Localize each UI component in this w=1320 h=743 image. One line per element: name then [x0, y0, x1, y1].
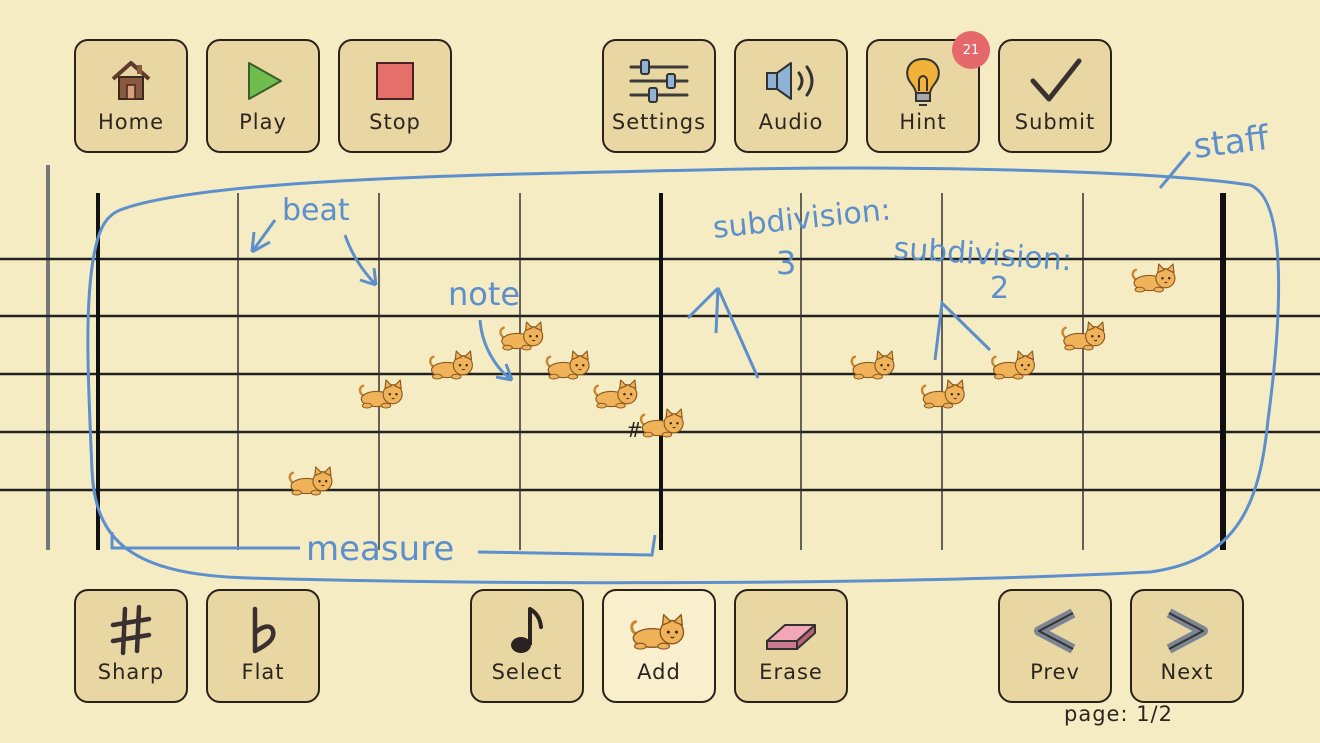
settings-button[interactable]: Settings — [602, 39, 716, 153]
hint-button[interactable]: Hint 21 — [866, 31, 990, 153]
home-label: Home — [97, 110, 164, 134]
erase-label: Erase — [759, 660, 823, 684]
stop-icon — [340, 55, 450, 107]
annotation-staff: staff — [1191, 118, 1272, 167]
flat-button[interactable]: Flat — [206, 589, 320, 703]
cat-note[interactable] — [288, 466, 333, 496]
notes-layer[interactable]: # — [288, 263, 1176, 496]
sharp-accidental: # — [626, 418, 643, 442]
hint-label: Hint — [899, 110, 947, 134]
prev-label: Prev — [1030, 660, 1080, 684]
erase-button[interactable]: Erase — [734, 589, 848, 703]
stop-label: Stop — [369, 110, 421, 134]
cat-note[interactable] — [850, 350, 895, 380]
annotation-subdivision-3-value: 3 — [776, 244, 796, 282]
annotation-subdivision-2-value: 2 — [990, 271, 1009, 306]
house-icon — [76, 55, 186, 107]
play-label: Play — [239, 110, 287, 134]
checkmark-icon — [1000, 55, 1110, 107]
play-icon — [208, 55, 318, 107]
home-button[interactable]: Home — [74, 39, 188, 153]
sliders-icon — [604, 55, 714, 107]
sharp-label: Sharp — [97, 660, 165, 684]
cat-note[interactable] — [358, 379, 403, 409]
audio-label: Audio — [758, 110, 824, 134]
submit-label: Submit — [1014, 110, 1096, 134]
cat-note[interactable] — [991, 350, 1035, 380]
annotation-subdivision-3: subdivision: — [711, 192, 892, 245]
page-indicator: page: 1/2 — [1064, 702, 1173, 726]
settings-label: Settings — [611, 110, 707, 134]
cat-note[interactable] — [593, 379, 638, 409]
speaker-icon — [736, 55, 846, 107]
hint-count-badge: 21 — [952, 31, 990, 69]
eraser-icon — [736, 605, 846, 657]
staff-pointer — [1158, 151, 1192, 189]
cat-note[interactable] — [639, 408, 684, 438]
next-button[interactable]: Next — [1130, 589, 1244, 703]
add-label: Add — [637, 660, 681, 684]
cat-note[interactable] — [1061, 321, 1106, 351]
flat-icon — [208, 605, 318, 657]
add-button[interactable]: Add — [602, 589, 716, 703]
beat-lines — [237, 193, 1084, 550]
staff-outline-annotation — [86, 166, 1281, 585]
flat-label: Flat — [241, 660, 285, 684]
cat-note[interactable] — [1131, 263, 1176, 293]
cat-note[interactable] — [499, 321, 544, 351]
lightbulb-icon — [868, 55, 978, 107]
audio-button[interactable]: Audio — [734, 39, 848, 153]
select-button[interactable]: Select — [470, 589, 584, 703]
beat-arrows — [250, 219, 992, 382]
stop-button[interactable]: Stop — [338, 39, 452, 153]
prev-button[interactable]: Prev — [998, 589, 1112, 703]
cat-note-icon — [604, 605, 714, 657]
chevron-left-icon — [1000, 605, 1110, 657]
select-label: Select — [491, 660, 563, 684]
annotation-note: note — [448, 275, 520, 313]
sharp-button[interactable]: Sharp — [74, 589, 188, 703]
sharp-icon — [76, 605, 186, 657]
cat-note[interactable] — [920, 379, 965, 409]
music-note-icon — [472, 605, 582, 657]
submit-button[interactable]: Submit — [998, 39, 1112, 153]
chevron-right-icon — [1132, 605, 1242, 657]
annotation-measure: measure — [306, 529, 454, 569]
annotation-beat: beat — [282, 193, 350, 228]
next-label: Next — [1160, 660, 1214, 684]
annotation-subdivision-2: subdivision: — [892, 231, 1073, 278]
measure-bracket — [110, 532, 657, 557]
cat-note[interactable] — [545, 350, 590, 380]
play-button[interactable]: Play — [206, 39, 320, 153]
cat-note[interactable] — [429, 350, 473, 380]
